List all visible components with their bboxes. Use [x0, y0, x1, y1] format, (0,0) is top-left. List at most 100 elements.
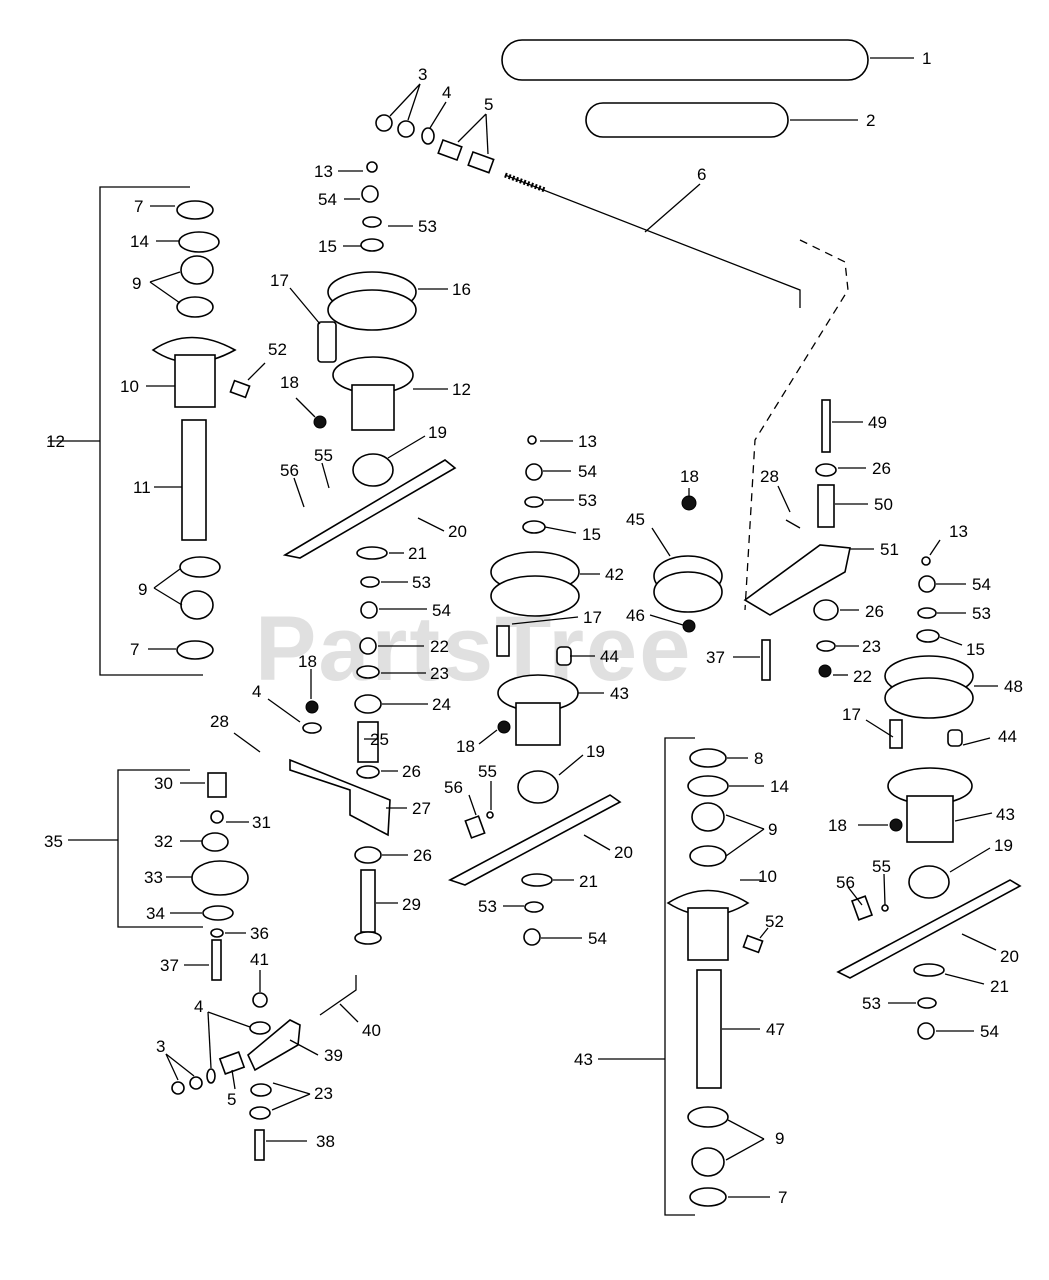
callout-number: 21: [579, 872, 598, 891]
callout-number: 28: [210, 712, 229, 731]
callout-number: 12: [46, 432, 65, 451]
callout-number: 6: [697, 165, 706, 184]
belt-1: [501, 39, 869, 81]
callout-number: 14: [770, 777, 789, 796]
callout: 43: [578, 684, 629, 703]
callout-number: 32: [154, 832, 173, 851]
callout-number: 33: [144, 868, 163, 887]
callout: 20: [417, 517, 467, 541]
callout-number: 28: [760, 467, 779, 486]
callout: 13: [929, 522, 968, 556]
callout: 45: [626, 510, 671, 557]
callout-number: 43: [996, 805, 1015, 824]
callout-number: 7: [130, 640, 139, 659]
callout: 10: [740, 867, 777, 886]
callout: 14: [130, 232, 179, 251]
callout: 52: [247, 340, 287, 381]
callout: 53: [937, 604, 991, 623]
callout: 49: [832, 413, 887, 432]
callout: 12: [46, 432, 65, 451]
callout: 26: [382, 846, 432, 865]
callout-number: 9: [775, 1129, 784, 1148]
callout-number: 18: [456, 737, 475, 756]
callout-number: 19: [994, 836, 1013, 855]
callout: 23: [836, 637, 881, 656]
callout-number: 3: [156, 1037, 165, 1056]
callout-number: 4: [194, 997, 203, 1016]
callout-number: 13: [314, 162, 333, 181]
callout-number: 23: [862, 637, 881, 656]
callout: 9: [138, 568, 183, 606]
callout: 4: [194, 997, 251, 1069]
callout: 21: [944, 973, 1009, 996]
callout: 54: [541, 929, 607, 948]
callout: 30: [154, 774, 205, 793]
callout-number: 15: [582, 525, 601, 544]
callout: 21: [553, 872, 598, 891]
callout-number: 16: [452, 280, 471, 299]
bracket-27: [289, 758, 391, 837]
callout: 55: [872, 857, 891, 906]
callout: 15: [544, 525, 601, 544]
callout-number: 12: [452, 380, 471, 399]
callout-number: 36: [250, 924, 269, 943]
callout: 20: [583, 834, 633, 862]
callout: 26: [838, 459, 891, 478]
callout-number: 1: [922, 49, 931, 68]
callout-number: 4: [442, 83, 451, 102]
callout: 21: [389, 544, 427, 563]
callout-number: 53: [418, 217, 437, 236]
part-drawings: [48, 39, 1022, 1216]
callout-number: 7: [778, 1188, 787, 1207]
callout-number: 39: [324, 1046, 343, 1065]
callout: 46: [626, 606, 684, 626]
callout-number: 17: [583, 608, 602, 627]
callout-number: 19: [586, 742, 605, 761]
callout-number: 34: [146, 904, 165, 923]
callout-number: 29: [402, 895, 421, 914]
callout: 10: [120, 377, 175, 396]
callout: 33: [144, 868, 192, 887]
callout: 19: [949, 836, 1013, 873]
callout: 13: [314, 162, 363, 181]
callout-number: 56: [280, 461, 299, 480]
callout-number: 14: [130, 232, 149, 251]
callout-number: 55: [314, 446, 333, 465]
callout: 54: [318, 190, 360, 209]
callout: 37: [706, 648, 760, 667]
callout-number: 53: [862, 994, 881, 1013]
callout-number: 53: [578, 491, 597, 510]
callout-number: 15: [966, 640, 985, 659]
callout-number: 24: [432, 695, 451, 714]
callout-number: 26: [402, 762, 421, 781]
callout: 17: [511, 608, 602, 627]
callout-number: 56: [836, 873, 855, 892]
callout: 35: [44, 832, 63, 851]
callout-number: 20: [614, 843, 633, 862]
callout: 3: [389, 65, 427, 121]
watermark: PartsTree: [255, 598, 692, 700]
callout: 8: [727, 749, 763, 768]
callout-number: 2: [866, 111, 875, 130]
callout-number: 3: [418, 65, 427, 84]
callout: 56: [444, 778, 477, 816]
callout: 7: [134, 197, 175, 216]
blade-20c: [836, 879, 1022, 979]
callout-number: 45: [626, 510, 645, 529]
callout-number: 22: [853, 667, 872, 686]
callout: 42: [580, 565, 624, 584]
callout-labels: 1 2 3 4 5 6 13 54 53 15 16 17 12 52 18 1…: [44, 49, 1023, 1207]
callout-number: 44: [998, 727, 1017, 746]
rod-6: [504, 174, 801, 308]
callout: 18: [828, 816, 888, 835]
callout: 9: [725, 1119, 784, 1161]
callout: 43: [954, 805, 1015, 824]
callout-number: 13: [949, 522, 968, 541]
callout-number: 55: [478, 762, 497, 781]
callout: 20: [961, 933, 1019, 966]
callout: 27: [386, 799, 431, 818]
callout: 53: [381, 573, 431, 592]
callout: 4: [429, 83, 451, 129]
callout: 55: [478, 762, 497, 810]
callout: 26: [381, 762, 421, 781]
